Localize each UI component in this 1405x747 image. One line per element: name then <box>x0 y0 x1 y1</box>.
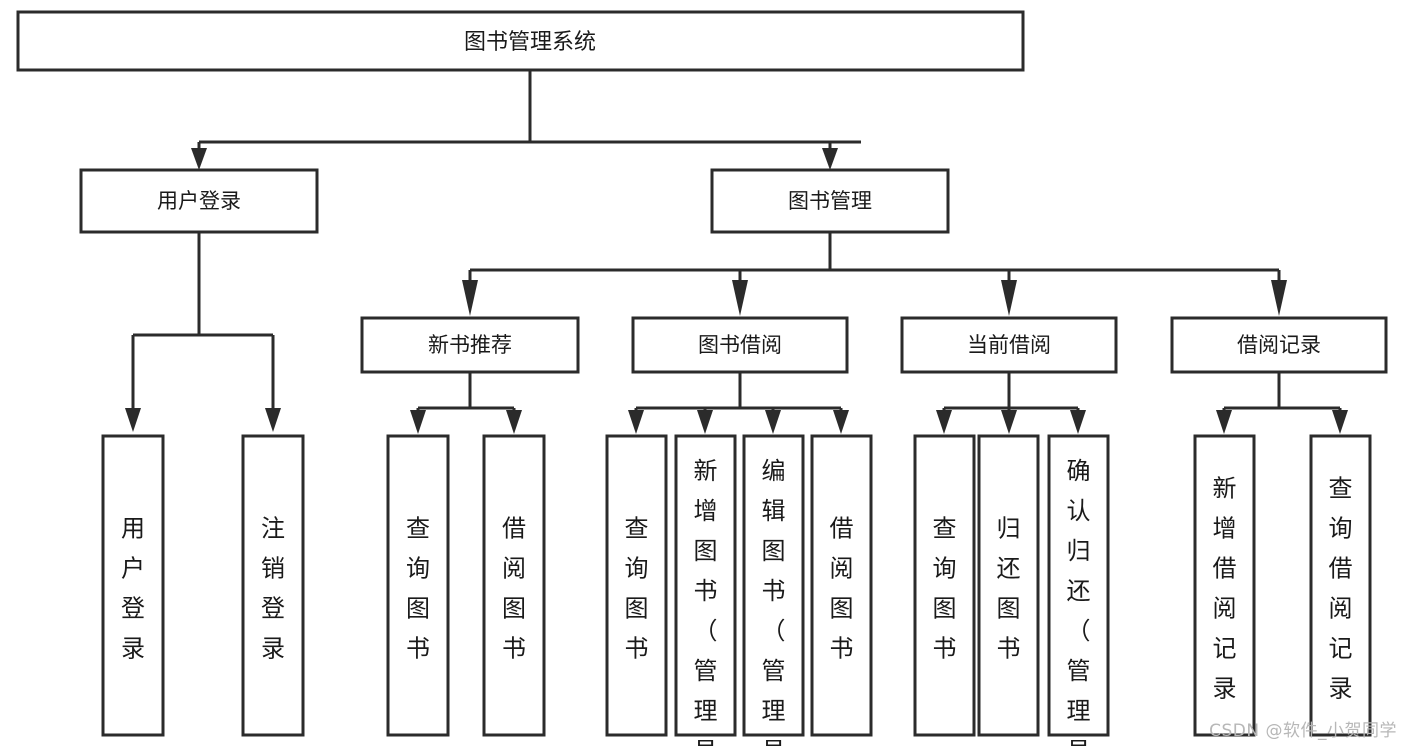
node-book-borrow[interactable]: 图书借阅 <box>631 316 849 374</box>
arrow-leaf-borrow-book-1 <box>506 410 522 434</box>
leaf-node-box[interactable] <box>913 434 976 737</box>
node-new-book-recommend-box[interactable] <box>360 316 580 374</box>
node-user-login-box[interactable] <box>79 168 319 234</box>
leaf-node-box[interactable] <box>1047 434 1110 737</box>
arrow-leaf-add-record <box>1216 410 1232 434</box>
leaf-node-box[interactable] <box>605 434 668 737</box>
node-book-manage[interactable]: 图书管理 <box>710 168 950 234</box>
leaf-node[interactable]: 确认归还（管理员） <box>1047 434 1110 747</box>
arrow-leaf-logout-login <box>265 408 281 432</box>
leaf-node[interactable]: 借阅图书 <box>810 434 873 737</box>
arrow-leaf-query-book-3 <box>936 410 952 434</box>
leaf-node[interactable]: 查询图书 <box>605 434 668 737</box>
leaf-node-box[interactable] <box>810 434 873 737</box>
arrow-leaf-add-book <box>697 410 713 434</box>
node-current-borrow[interactable]: 当前借阅 <box>900 316 1118 374</box>
leaf-node[interactable]: 查询图书 <box>913 434 976 737</box>
arrow-to-new-book-rec <box>462 280 478 316</box>
leaf-node[interactable]: 编辑图书（管理员） <box>742 434 805 747</box>
leaf-node[interactable]: 查询图书 <box>386 434 450 737</box>
arrow-leaf-query-book-2 <box>628 410 644 434</box>
arrow-to-user-login <box>191 148 207 170</box>
node-root-label: 图书管理系统 <box>464 30 596 55</box>
leaf-node-box[interactable] <box>482 434 546 737</box>
leaf-node-label: 新增借阅记录 <box>1213 475 1237 703</box>
leaf-node-box[interactable] <box>241 434 305 737</box>
leaf-node-label: 查询图书 <box>933 515 957 663</box>
leaf-node[interactable]: 新增借阅记录 <box>1193 434 1256 737</box>
leaf-node-label: 归还图书 <box>997 515 1021 663</box>
arrow-to-book-manage <box>822 148 838 170</box>
csdn-watermark: CSDN @软件_小贺同学 <box>1209 721 1397 741</box>
leaf-node-box[interactable] <box>1193 434 1256 737</box>
node-current-borrow-box[interactable] <box>900 316 1118 374</box>
node-user-login-label: 用户登录 <box>157 189 241 213</box>
arrow-to-current-borrow <box>1001 280 1017 316</box>
node-current-borrow-label: 当前借阅 <box>967 333 1051 357</box>
leaf-node-label: 用户登录 <box>121 515 145 663</box>
node-borrow-record[interactable]: 借阅记录 <box>1170 316 1388 374</box>
leaf-node-layer: 用户登录 注销登录 查询图书 借阅图书 查询图书 新增图书（管理员） 编辑图书（管理员） 借阅… <box>101 434 1372 747</box>
node-new-book-recommend-label: 新书推荐 <box>428 333 512 357</box>
leaf-node-label: 编辑图书（管理员） <box>762 457 786 747</box>
leaf-node[interactable]: 归还图书 <box>977 434 1040 737</box>
leaf-node-label: 借阅图书 <box>830 515 854 663</box>
node-new-book-recommend[interactable]: 新书推荐 <box>360 316 580 374</box>
arrow-leaf-return-book <box>1001 410 1017 434</box>
node-book-manage-box[interactable] <box>710 168 950 234</box>
leaf-node[interactable]: 借阅图书 <box>482 434 546 737</box>
leaf-node-label: 查询借阅记录 <box>1329 475 1353 703</box>
leaf-node-box[interactable] <box>101 434 165 737</box>
node-borrow-record-box[interactable] <box>1170 316 1388 374</box>
leaf-node[interactable]: 新增图书（管理员） <box>674 434 737 747</box>
leaf-node-box[interactable] <box>386 434 450 737</box>
leaf-node-label: 注销登录 <box>261 515 285 663</box>
leaf-node-label: 确认归还（管理员） <box>1067 457 1091 747</box>
arrow-leaf-query-record <box>1332 410 1348 434</box>
arrow-to-book-borrow <box>732 280 748 316</box>
arrow-leaf-user-login <box>125 408 141 432</box>
node-root[interactable]: 图书管理系统 <box>16 10 1025 72</box>
arrow-leaf-edit-book <box>765 410 781 434</box>
leaf-node[interactable]: 用户登录 <box>101 434 165 737</box>
node-book-borrow-label: 图书借阅 <box>698 333 782 357</box>
leaf-node[interactable]: 查询借阅记录 <box>1309 434 1372 737</box>
leaf-node-box[interactable] <box>1309 434 1372 737</box>
leaf-node-box[interactable] <box>742 434 805 737</box>
leaf-node-label: 借阅图书 <box>502 515 526 663</box>
node-borrow-record-label: 借阅记录 <box>1237 333 1321 357</box>
node-book-manage-label: 图书管理 <box>788 189 872 213</box>
arrow-leaf-confirm-return <box>1070 410 1086 434</box>
arrow-leaf-query-book-1 <box>410 410 426 434</box>
arrow-leaf-borrow-book-2 <box>833 410 849 434</box>
leaf-node-label: 查询图书 <box>406 515 430 663</box>
node-user-login[interactable]: 用户登录 <box>79 168 319 234</box>
arrow-to-borrow-record <box>1271 280 1287 316</box>
leaf-node-label: 查询图书 <box>625 515 649 663</box>
connector-layer <box>125 70 1348 434</box>
leaf-node-box[interactable] <box>977 434 1040 737</box>
node-root-box[interactable] <box>16 10 1025 72</box>
node-book-borrow-box[interactable] <box>631 316 849 374</box>
leaf-node-box[interactable] <box>674 434 737 737</box>
leaf-node-label: 新增图书（管理员） <box>694 457 718 747</box>
leaf-node[interactable]: 注销登录 <box>241 434 305 737</box>
